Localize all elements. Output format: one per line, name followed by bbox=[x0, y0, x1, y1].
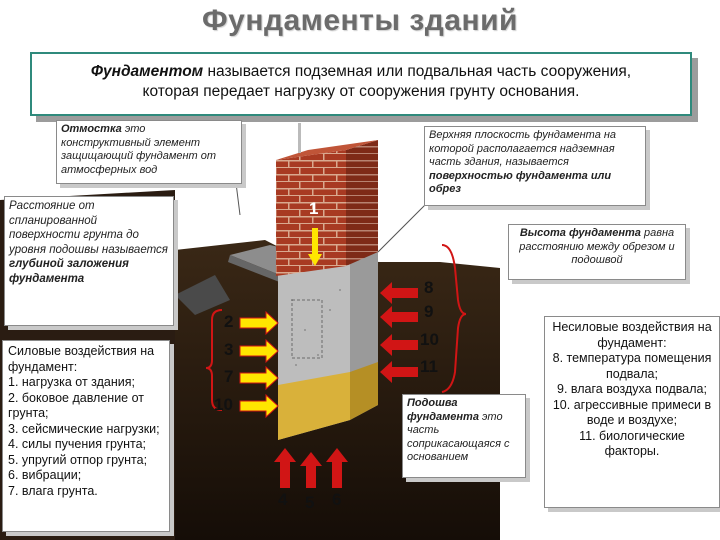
label-6: 6 bbox=[332, 490, 342, 509]
arrows-right bbox=[380, 282, 418, 383]
label-8: 8 bbox=[424, 278, 434, 297]
definition-line-2: которая передает нагрузку от сооружения … bbox=[142, 83, 580, 100]
label-11: 11 bbox=[420, 357, 438, 376]
sole-text: это часть соприкасающаяся с основанием bbox=[407, 410, 510, 464]
label-4: 4 bbox=[278, 490, 288, 509]
list-item: 11. биологические факторы. bbox=[579, 428, 685, 459]
nonforce-loads-heading: Несиловые воздействия на фундамент: bbox=[552, 320, 712, 350]
list-item: 2. боковое давление от грунта; bbox=[8, 390, 145, 421]
depth-bold: глубиной заложения фундамента bbox=[9, 258, 129, 285]
nonforce-loads-list: 8. температура помещения подвала;9. влаг… bbox=[550, 351, 714, 460]
left-brace bbox=[205, 309, 223, 411]
list-item: 9. влага воздуха подвала; bbox=[557, 382, 707, 396]
definition-term: Фундаментом bbox=[90, 63, 204, 80]
list-item: 8. температура помещения подвала; bbox=[552, 351, 712, 381]
definition-line-1: называется подземная или подвальная част… bbox=[203, 63, 632, 80]
gravel bbox=[175, 275, 230, 315]
height-note: Высота фундамента равна расстоянию между… bbox=[508, 224, 686, 280]
force-loads-heading: Силовые воздействия на фундамент: bbox=[8, 344, 155, 374]
label-1: 1 bbox=[309, 199, 319, 218]
sole-note: Подошва фундамента это часть соприкасающ… bbox=[402, 394, 526, 478]
sand-base bbox=[278, 372, 350, 440]
definition-text: Фундаментом называется подземная или под… bbox=[30, 62, 692, 102]
label-5: 5 bbox=[305, 493, 315, 512]
force-loads-list: 1. нагрузка от здания;2. боковое давлени… bbox=[8, 375, 164, 499]
list-item: 6. вибрации; bbox=[8, 468, 82, 482]
top-plane-bold: поверхностью фундамента или обрез bbox=[429, 169, 612, 196]
label-10-right: 10 bbox=[420, 330, 439, 349]
right-brace bbox=[441, 244, 467, 393]
arrows-bottom bbox=[274, 448, 348, 488]
depth-note: Расстояние от спланированной поверхности… bbox=[4, 196, 174, 326]
otmostka-text: это конструктивный элемент защищающий фу… bbox=[61, 123, 217, 176]
depth-text: Расстояние от спланированной поверхности… bbox=[9, 200, 168, 256]
label-2: 2 bbox=[224, 312, 234, 331]
force-loads-box: Силовые воздействия на фундамент: 1. наг… bbox=[2, 340, 170, 532]
label-10-left: 10 bbox=[214, 395, 233, 414]
arrow-load-1 bbox=[308, 228, 322, 266]
top-plane-text: Верхняя плоскость фундамента на которой … bbox=[429, 129, 617, 168]
label-3: 3 bbox=[224, 340, 234, 359]
definition-box bbox=[30, 52, 692, 116]
height-text: равна расстоянию между обрезом и подошво… bbox=[519, 227, 675, 266]
list-item: 10. агрессивные примеси в воде и воздухе… bbox=[552, 397, 712, 428]
list-item: 1. нагрузка от здания; bbox=[8, 375, 135, 389]
sole-bold: Подошва фундамента bbox=[407, 397, 479, 423]
label-9: 9 bbox=[424, 302, 434, 321]
list-item: 4. силы пучения грунта; bbox=[8, 437, 147, 451]
list-item: 3. сейсмические нагрузки; bbox=[8, 421, 160, 436]
page-title: Фундаменты зданий bbox=[202, 4, 518, 37]
otmostka-note: Отмостка это конструктивный элемент защи… bbox=[56, 120, 242, 184]
arrows-left bbox=[239, 310, 279, 419]
brick-wall-side bbox=[346, 140, 378, 266]
list-item: 7. влага грунта. bbox=[8, 483, 98, 498]
otmostka-term: Отмостка bbox=[61, 123, 122, 135]
nonforce-loads-box: Несиловые воздействия на фундамент: 8. т… bbox=[544, 316, 720, 508]
height-bold: Высота фундамента bbox=[519, 227, 641, 239]
list-item: 5. упругий отпор грунта; bbox=[8, 452, 148, 467]
brick-wall-front bbox=[276, 150, 346, 276]
top-plane-note: Верхняя плоскость фундамента на которой … bbox=[424, 126, 646, 206]
label-7: 7 bbox=[224, 367, 234, 386]
